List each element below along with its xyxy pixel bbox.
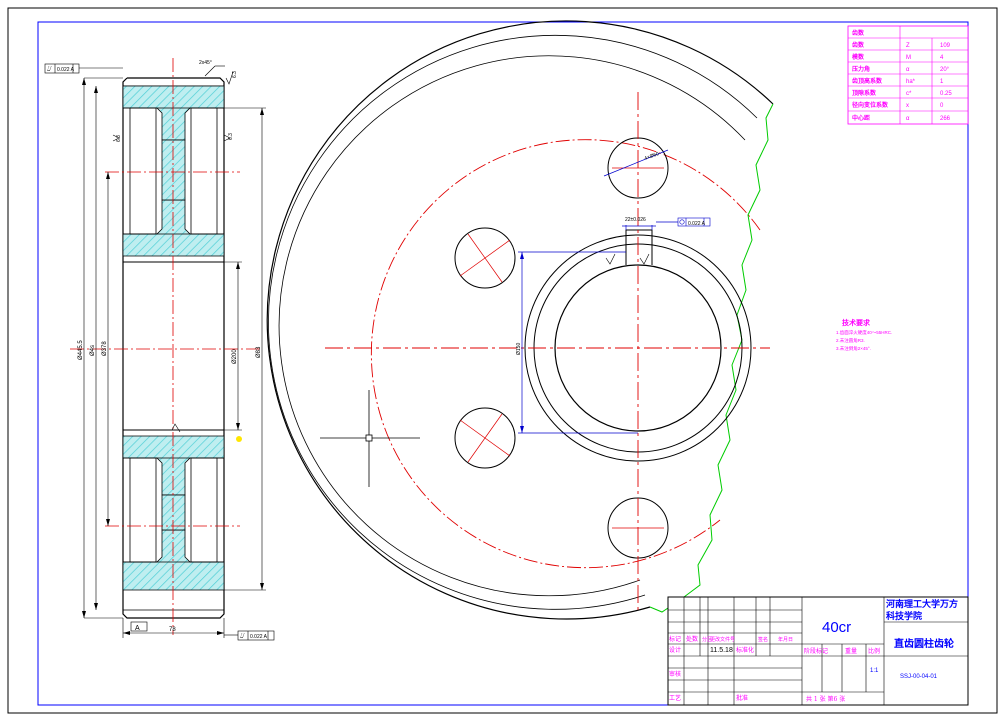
gear-parameter-table: 齿数 Z 109 齿数 模数 M 4 压力角 α 20° 齿顶高系数 ha* 1… <box>847 25 969 125</box>
side-section-view: Ø445.5 Ø4s Ø378 Ø200 Ø83 78 A ⌰ 0.022 A … <box>44 58 275 641</box>
roughness-symbol-2 <box>223 134 231 142</box>
tooth-root-arc <box>268 34 758 610</box>
param-row-label: 齿数 <box>852 41 865 49</box>
dim-keyway-depth: Ø150 <box>516 343 522 355</box>
tb-label-count: 处数 <box>686 635 698 643</box>
lightening-hole-upper-left <box>454 227 516 289</box>
param-header-title: 齿数 <box>852 29 865 37</box>
gear-section-outline <box>122 77 225 619</box>
inner-frame <box>37 21 969 706</box>
outer-frame <box>7 7 998 714</box>
dim-face-width: 78 <box>169 627 176 633</box>
break-line <box>649 103 774 613</box>
bore-circle <box>554 264 722 432</box>
param-row-symbol: α <box>906 67 910 73</box>
roughness-symbol-1 <box>225 71 234 85</box>
param-row-value: 20° <box>940 67 950 73</box>
svg-text:0.022 A: 0.022 A <box>688 221 706 227</box>
tb-label-review: 审核 <box>669 670 681 678</box>
tb-label-zone: 分区 <box>702 636 712 643</box>
param-row-label: 齿顶高系数 <box>852 77 883 85</box>
param-row-label: 压力角 <box>852 65 870 73</box>
svg-text:6.3: 6.3 <box>232 71 238 78</box>
keyway <box>625 229 653 265</box>
tb-label-weight: 重量 <box>845 647 857 655</box>
svg-text:⌰: ⌰ <box>47 66 52 73</box>
tb-label-sign: 签名 <box>758 636 768 643</box>
technical-requirements: 技术要求 1.齿面淬火硬度40～55HRC. 2.未注圆角R3. 3.未注倒角2… <box>836 318 892 352</box>
tech-req-line-1: 1.齿面淬火硬度40～55HRC. <box>836 329 892 336</box>
school-name-line: 科技学院 <box>886 610 922 622</box>
param-row-value: 4 <box>940 55 944 61</box>
tolerance-frame-top: ⌰ 0.022 A <box>44 63 123 74</box>
dim-pitch-diameter: Ø4s <box>90 345 96 356</box>
svg-text:⌰: ⌰ <box>240 633 245 640</box>
material: 40cr <box>822 619 851 636</box>
chamfer-note: 2x45° <box>199 60 212 66</box>
param-header-symbol: Z <box>906 43 910 49</box>
dim-root-diameter: Ø378 <box>102 341 108 356</box>
tb-sheet-info: 共 1 张 第6 张 <box>806 695 845 703</box>
scale-value: 1:1 <box>870 668 879 674</box>
tolerance-frame-bottom: ⌰ 0.022 A <box>224 630 275 641</box>
rim-inner-arc <box>278 55 746 597</box>
param-row-symbol: ha* <box>906 79 916 85</box>
keyway-tolerance-frame: 0.022 A <box>677 217 711 227</box>
param-header-value: 109 <box>940 43 951 49</box>
tb-label-design: 设计 <box>669 646 681 654</box>
school-name-line: 河南理工大学万方 <box>886 598 958 610</box>
pitch-arc <box>370 139 761 569</box>
param-row-symbol: M <box>906 55 911 61</box>
svg-text:6.3: 6.3 <box>228 133 234 140</box>
svg-text:0.022 A: 0.022 A <box>57 67 75 73</box>
tb-label-ymd: 年月日 <box>778 636 793 643</box>
param-row-symbol: x <box>906 103 909 109</box>
param-row-symbol: c* <box>906 91 912 97</box>
datum-label-a: A <box>135 625 140 632</box>
svg-text:0.022 A: 0.022 A <box>250 634 268 640</box>
tb-label-approve: 批准 <box>736 694 748 702</box>
param-row-label: 径向变位系数 <box>852 101 889 109</box>
lower-hatched-section <box>122 435 225 591</box>
front-view: Ø150 22±0.026 0.022 A 4×Ø60 <box>266 20 774 620</box>
tb-label-change-doc: 更改文件号 <box>710 636 735 643</box>
title-block: 40cr 河南理工大学万方 科技学院 直齿圆柱齿轮 SSJ-00-04-01 1… <box>667 596 969 706</box>
param-row-label: 顶隙系数 <box>852 89 877 97</box>
dim-outer-diameter: Ø445.5 <box>78 340 84 360</box>
tech-req-title: 技术要求 <box>842 318 871 327</box>
dim-hole-diameter: 4×Ø60 <box>644 151 660 162</box>
dim-keyway-width: 22±0.026 <box>625 217 646 223</box>
tb-label-process: 工艺 <box>669 694 681 702</box>
param-row-label: 模数 <box>852 53 865 61</box>
roughness-symbol-3 <box>112 134 181 433</box>
cad-crosshair-cursor <box>320 390 420 487</box>
param-row-value: 1 <box>940 79 944 85</box>
yellow-snap-point <box>236 436 242 442</box>
tb-label-mark: 标记 <box>669 635 681 643</box>
hub-outer-circle <box>524 234 752 462</box>
param-row-value: 0.25 <box>940 91 952 97</box>
part-name: 直齿圆柱齿轮 <box>894 637 954 650</box>
dim-hub-diameter: Ø200 <box>232 349 238 364</box>
tb-label-std: 标准化 <box>736 646 754 654</box>
param-row-label: 中心距 <box>852 114 870 122</box>
lightening-hole-lower-left <box>454 407 516 469</box>
tb-label-ratio: 比例 <box>868 647 880 655</box>
outer-rim-arc <box>266 20 774 620</box>
dim-bore-diameter: Ø83 <box>256 346 262 358</box>
svg-text:6.3: 6.3 <box>116 135 122 142</box>
tb-date: 11.5.18 <box>710 647 733 654</box>
drawing-number: SSJ-00-04-01 <box>900 674 938 680</box>
tech-req-line-2: 2.未注圆角R3. <box>836 337 865 344</box>
param-row-symbol: α <box>906 116 910 122</box>
param-row-value: 266 <box>940 116 951 122</box>
tech-req-line-3: 3.未注倒角2×45°. <box>836 345 871 352</box>
param-row-value: 0 <box>940 103 944 109</box>
tb-label-stage: 阶段标记 <box>804 647 828 655</box>
